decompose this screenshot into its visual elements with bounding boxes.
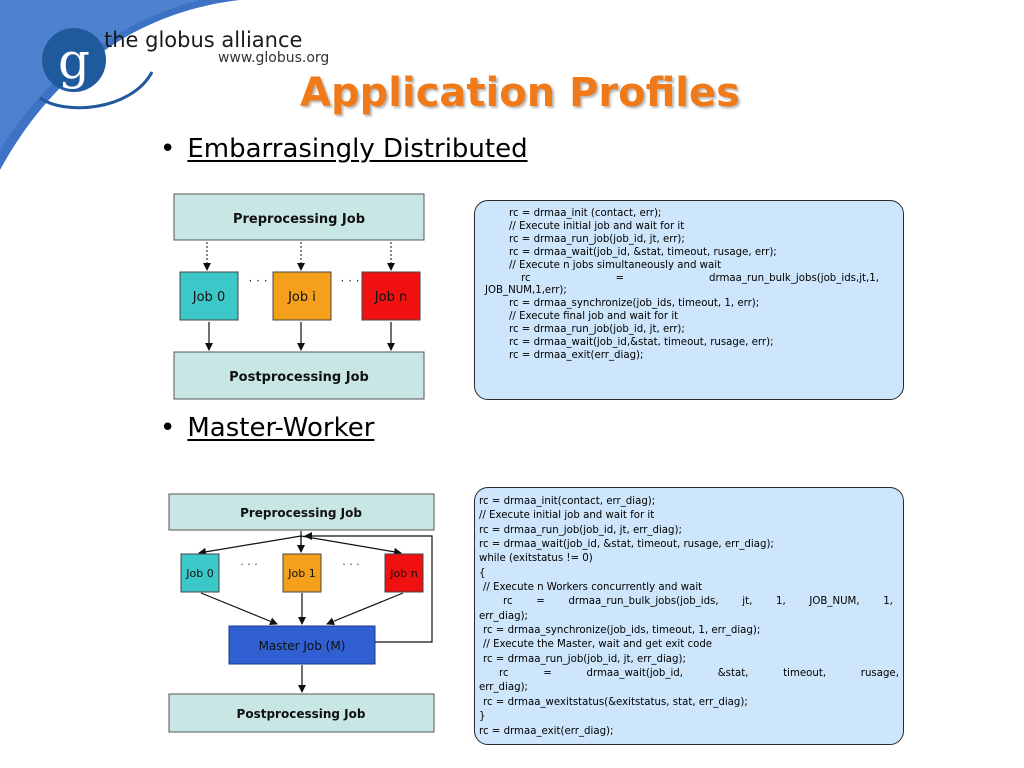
- code-token: drmaa_wait(job_id,: [586, 668, 684, 680]
- code-line: // Execute n Workers concurrently and wa…: [483, 582, 703, 594]
- code-line: // Execute the Master, wait and get exit…: [483, 639, 713, 651]
- brand-url: www.globus.org: [218, 50, 330, 66]
- job-i-box: [272, 271, 332, 321]
- mw-ellipsis-1: · · ·: [240, 558, 257, 571]
- code-line: }: [479, 711, 486, 723]
- code-line: // Execute initial job and wait for it: [479, 510, 655, 522]
- globus-logo: g: [39, 28, 154, 110]
- code-token: =: [615, 272, 625, 284]
- postprocessing-job-label: Postprocessing Job: [229, 370, 369, 385]
- code-line: rc = drmaa_wait(job_id, &stat, timeout, …: [479, 539, 774, 551]
- code-token: rc: [521, 272, 531, 284]
- code-line-justified: rc = drmaa_run_bulk_jobs(job_ids,jt,1,: [485, 273, 893, 286]
- mw-ellipsis-2: · · ·: [342, 558, 359, 571]
- code-line-justified: rc = drmaa_wait(job_id, &stat, timeout, …: [479, 667, 899, 681]
- job-n-label: Job n: [374, 290, 407, 305]
- preprocessing-job-box: [173, 193, 425, 241]
- mw-postprocessing-job-box: [168, 693, 435, 733]
- mw-postprocessing-job-label: Postprocessing Job: [237, 707, 366, 721]
- code-line: rc = drmaa_wait(job_id, &stat, timeout, …: [509, 246, 777, 258]
- code-line: rc = drmaa_synchronize(job_ids, timeout,…: [509, 298, 760, 310]
- logo-orbit: [39, 71, 154, 110]
- job-i-label: Job i: [287, 290, 316, 305]
- ellipsis-1: · · ·: [248, 274, 267, 288]
- mw-arrow-to-jobn: [300, 535, 402, 556]
- code-token: &stat,: [717, 668, 749, 680]
- code-line: err_diag);: [479, 610, 528, 622]
- master-job-label: Master Job (M): [259, 639, 346, 653]
- mw-loop-arrow: [304, 532, 433, 643]
- slide-title: Application Profiles: [300, 70, 740, 116]
- bullet-label: Master-Worker: [187, 413, 375, 443]
- mw-job-0-label: Job 0: [185, 567, 213, 580]
- swoosh-highlight: [0, 0, 200, 150]
- mw-arrow-job0-to-master: [200, 592, 278, 626]
- mw-job-0-box: [180, 553, 220, 593]
- bullet-label: Embarrasingly Distributed: [187, 134, 528, 164]
- master-job-box: [228, 625, 376, 665]
- code-line-justified: rc = drmaa_run_bulk_jobs(job_ids, jt, 1,…: [479, 595, 899, 609]
- code-line: err_diag);: [479, 682, 528, 694]
- code-line: rc = drmaa_run_job(job_id, jt, err_diag)…: [483, 653, 686, 665]
- code-line: rc = drmaa_exit(err_diag);: [509, 349, 644, 361]
- job-0-label: Job 0: [192, 290, 225, 305]
- mw-job-1-label: Job 1: [287, 567, 315, 580]
- mw-arrow-jobn-to-master: [326, 592, 404, 626]
- code-token: 1,: [775, 596, 786, 608]
- code-token: drmaa_run_bulk_jobs(job_ids,jt,1,: [709, 272, 879, 284]
- bullet-dot: •: [160, 134, 176, 164]
- code-line: while (exitstatus != 0): [479, 553, 593, 565]
- code-line: rc = drmaa_init(contact, err_diag);: [479, 496, 656, 507]
- code-token: =: [536, 596, 545, 608]
- mw-arrow-to-job0: [198, 535, 302, 556]
- diagram-master-worker: Preprocessing Job Job 0 · · · Job 1 · · …: [168, 493, 435, 733]
- preprocessing-job-label: Preprocessing Job: [233, 212, 365, 227]
- code-line: rc = drmaa_synchronize(job_ids, timeout,…: [483, 625, 761, 637]
- code-line: rc = drmaa_init (contact, err);: [509, 208, 662, 219]
- code-line: rc = drmaa_run_job(job_id, jt, err);: [509, 233, 685, 245]
- code-token: rc: [503, 596, 513, 608]
- mw-preprocessing-job-label: Preprocessing Job: [240, 506, 362, 520]
- code-line: rc = drmaa_run_job(job_id, jt, err);: [509, 324, 685, 336]
- code-token: timeout,: [783, 668, 827, 680]
- code-line: // Execute initial job and wait for it: [509, 220, 685, 232]
- job-0-box: [179, 271, 239, 321]
- mw-job-1-box: [282, 553, 322, 593]
- logo-letter: g: [58, 32, 90, 90]
- code-token: rc: [499, 668, 509, 680]
- code-line: rc = drmaa_wait(job_id,&stat, timeout, r…: [509, 337, 774, 349]
- mw-preprocessing-job-box: [168, 493, 435, 531]
- code-box-master-worker: rc = drmaa_init(contact, err_diag); // E…: [474, 487, 904, 745]
- code-token: jt,: [742, 596, 753, 608]
- code-line: JOB_NUM,1,err);: [485, 285, 567, 297]
- postprocessing-job-box: [173, 351, 425, 400]
- code-line: // Execute final job and wait for it: [509, 311, 679, 323]
- diagram-embarrasingly-distributed: Preprocessing Job Job 0 · · · Job i · · …: [173, 193, 425, 400]
- code-token: =: [543, 668, 552, 680]
- mw-job-n-label: Job n: [389, 567, 417, 580]
- code-line: // Execute n jobs simultaneously and wai…: [509, 259, 722, 271]
- code-line: rc = drmaa_exit(err_diag);: [479, 725, 614, 737]
- bullet-master-worker: • Master-Worker: [160, 415, 374, 441]
- bullet-dot: •: [160, 413, 176, 443]
- brand-name: the globus alliance: [104, 28, 303, 52]
- code-token: drmaa_run_bulk_jobs(job_ids,: [568, 596, 719, 608]
- ellipsis-2: · · ·: [340, 274, 359, 288]
- code-line: rc = drmaa_wexitstatus(&exitstatus, stat…: [483, 696, 748, 708]
- code-line: {: [479, 567, 486, 579]
- code-token: JOB_NUM,: [809, 596, 860, 608]
- code-line: rc = drmaa_run_job(job_id, jt, err_diag)…: [479, 524, 682, 536]
- code-box-embarrasingly-distributed: rc = drmaa_init (contact, err); // Execu…: [474, 200, 904, 400]
- job-n-box: [361, 271, 421, 321]
- code-token: 1,: [883, 596, 893, 608]
- mw-job-n-box: [384, 553, 424, 593]
- code-token: rusage,: [860, 668, 899, 680]
- bullet-embarrasingly-distributed: • Embarrasingly Distributed: [160, 136, 528, 162]
- logo-circle: [42, 28, 106, 92]
